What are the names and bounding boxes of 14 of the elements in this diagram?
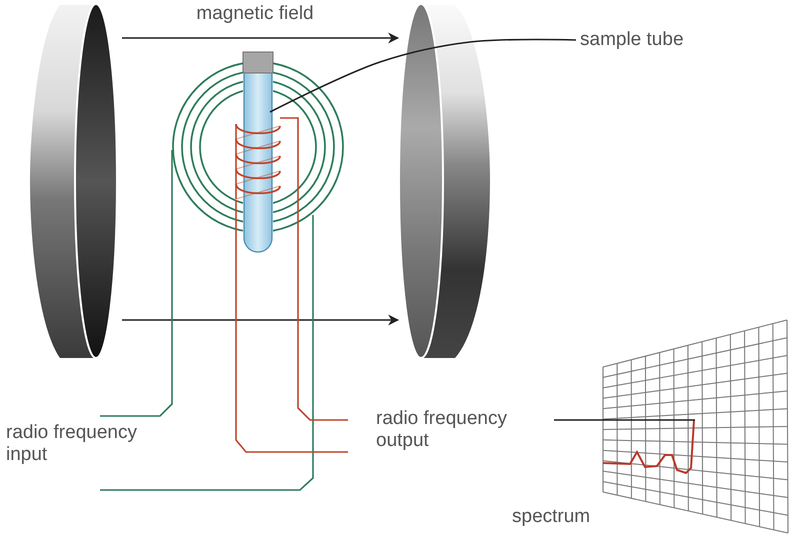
wire (235, 200, 348, 453)
wire (554, 419, 695, 421)
part-label: sample tube (576, 27, 712, 55)
arrow (122, 32, 400, 44)
wire (280, 117, 348, 421)
wire (100, 215, 314, 491)
arrow (122, 314, 400, 326)
leader-line (270, 38, 576, 113)
wire (100, 150, 173, 417)
part-label: radio frequency input (4, 416, 172, 490)
sample-tube-drawing (242, 50, 275, 254)
part-label: radio frequency output (348, 404, 554, 458)
rf-coil-drawing (236, 124, 280, 199)
spectrum-label: spectrum (512, 506, 590, 528)
